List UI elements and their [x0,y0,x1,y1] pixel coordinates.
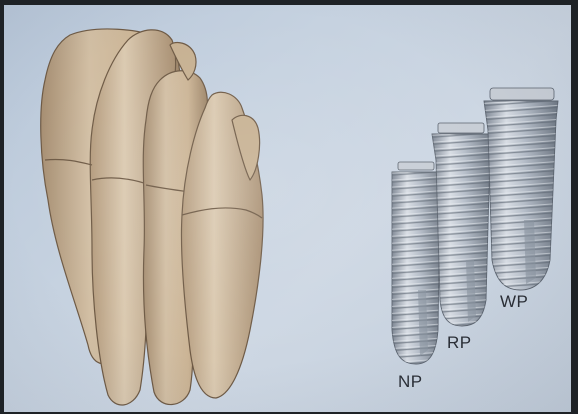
teeth-illustration-icon [41,29,263,405]
implant-label-rp: RP [447,333,472,353]
implant-label-np: NP [398,372,423,392]
implant-wp-icon [484,88,558,290]
implant-label-wp: WP [500,292,528,312]
implant-rp-icon [432,123,492,326]
implant-np-icon [392,162,442,364]
